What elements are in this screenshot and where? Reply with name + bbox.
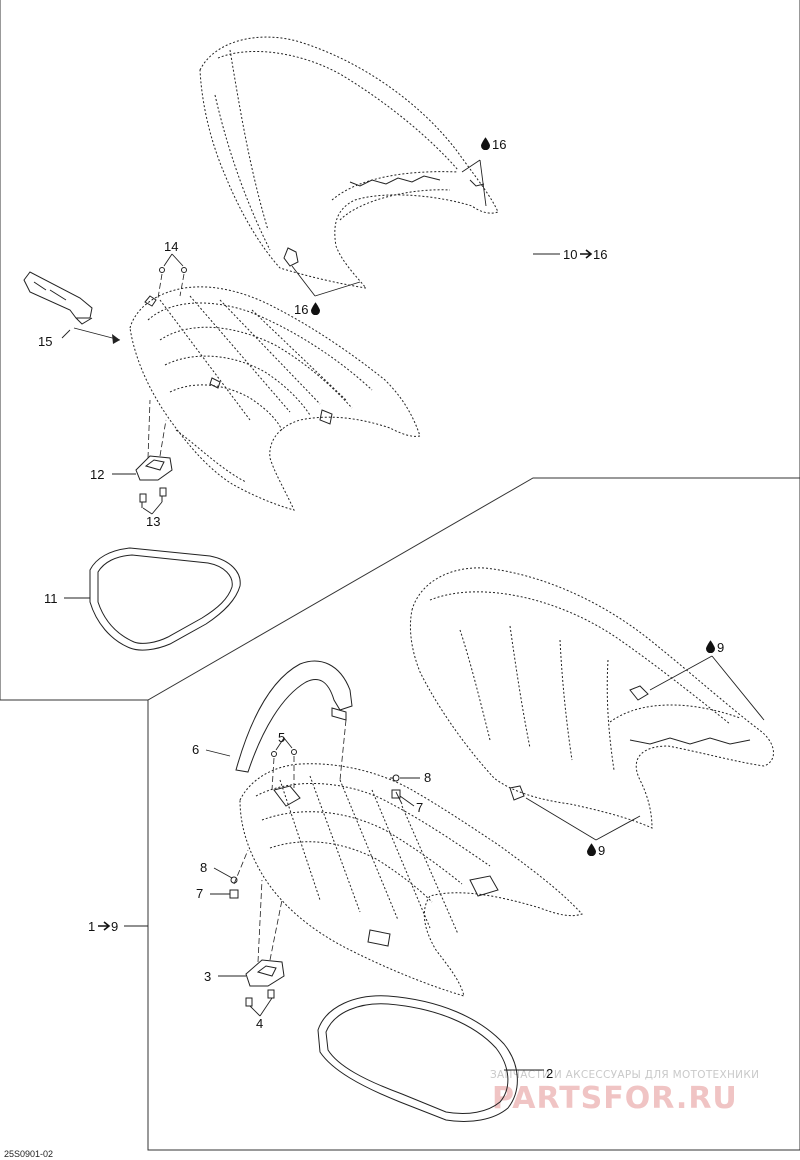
- svg-text:16: 16: [492, 137, 506, 152]
- screws-part-13: [139, 487, 167, 515]
- callout-16-top: 16: [481, 137, 506, 152]
- upper-seat-cover: [199, 36, 499, 289]
- svg-text:1: 1: [88, 919, 95, 934]
- fasteners-part-7-8-left: [210, 849, 249, 899]
- diagram-code: 25S0901-02: [4, 1149, 53, 1159]
- oil-drop-icon: [481, 137, 490, 150]
- fasteners-part-14: [157, 253, 187, 299]
- svg-text:16: 16: [593, 247, 607, 262]
- fasteners-part-5: [271, 737, 297, 791]
- callout-13: 13: [146, 514, 160, 529]
- svg-text:10: 10: [563, 247, 577, 262]
- callout-14: 14: [164, 239, 178, 254]
- callout-9-top: 9: [706, 640, 724, 655]
- seal-part-11: [89, 547, 241, 651]
- right-arrow-icon: [580, 249, 593, 259]
- seal-part-2-inner: [325, 1003, 509, 1115]
- callout-6: 6: [192, 742, 199, 757]
- arrow-15-to-pan: [73, 327, 121, 341]
- callout-9-bottom: 9: [587, 843, 605, 858]
- upper-panel-frame: [0, 0, 800, 701]
- latch-part-3: [218, 879, 285, 987]
- callout-2: 2: [546, 1066, 553, 1081]
- leader-16-bottom: [291, 265, 361, 297]
- svg-text:9: 9: [111, 919, 118, 934]
- oil-drop-icon: [706, 640, 715, 653]
- callout-3: 3: [204, 969, 211, 984]
- leader-9-bottom: [525, 797, 641, 841]
- callout-12: 12: [90, 467, 104, 482]
- screws-part-4: [245, 989, 275, 1017]
- oil-drop-icon: [587, 843, 596, 856]
- leader-6: [205, 749, 231, 757]
- lower-seat-pan: [239, 763, 583, 997]
- watermark-subtitle: ЗАПЧАСТИ И АКСЕССУАРЫ ДЛЯ МОТОТЕХНИКИ: [490, 1069, 759, 1081]
- oil-drop-icon: [311, 302, 320, 315]
- seal-part-2: [317, 995, 518, 1122]
- callout-16-bottom: 16: [294, 302, 320, 317]
- strap-part-15: [23, 271, 93, 325]
- arrow-15-head: [112, 334, 120, 344]
- seal-part-11-inner: [97, 554, 233, 644]
- leader-9-top: [649, 655, 765, 721]
- leader-16-top: [461, 159, 487, 207]
- callout-7-right: 7: [416, 800, 423, 815]
- upper-seat-pan: [129, 286, 421, 511]
- svg-text:16: 16: [294, 302, 308, 317]
- fasteners-part-7-8-right: [390, 774, 420, 807]
- svg-text:9: 9: [717, 640, 724, 655]
- lower-panel-frame: [147, 478, 800, 1151]
- callout-5: 5: [278, 730, 285, 745]
- lower-seat-cover: [409, 567, 774, 829]
- right-arrow-icon: [98, 921, 111, 931]
- callout-7-left: 7: [196, 886, 203, 901]
- leader-15: [61, 329, 71, 339]
- latch-part-12: [135, 399, 173, 481]
- callout-8-right: 8: [424, 770, 431, 785]
- callout-range-10-16: 10 16: [563, 247, 607, 262]
- strap-part-6: [235, 660, 353, 781]
- callout-range-1-9: 1 9: [88, 919, 118, 934]
- callout-8-left: 8: [200, 860, 207, 875]
- svg-text:9: 9: [598, 843, 605, 858]
- watermark-logo: PARTSFOR.RU: [492, 1081, 738, 1116]
- callout-11: 11: [44, 591, 58, 606]
- callout-4: 4: [256, 1016, 263, 1031]
- callout-15: 15: [38, 334, 52, 349]
